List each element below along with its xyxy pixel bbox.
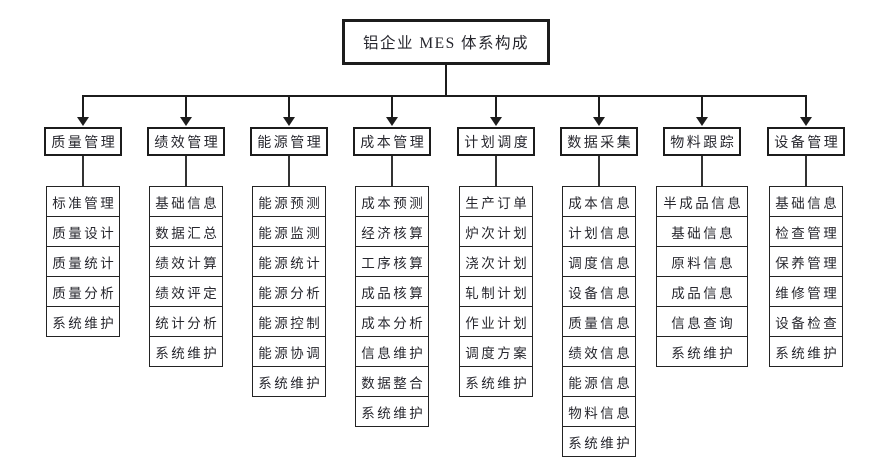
leaf-node: 成品信息: [656, 276, 748, 307]
leaf-node: 信息查询: [656, 306, 748, 337]
leaf-node: 数据汇总: [149, 216, 223, 247]
leaf-node: 系统维护: [769, 336, 843, 367]
leaf-node: 系统维护: [562, 426, 636, 457]
leaf-node: 系统维护: [656, 336, 748, 367]
leaf-node: 调度信息: [562, 246, 636, 277]
leaf-node: 半成品信息: [656, 186, 748, 217]
leaf-node: 基础信息: [656, 216, 748, 247]
branch-node: 绩效管理: [147, 127, 225, 156]
leaf-node: 绩效计算: [149, 246, 223, 277]
leaf-node: 能源监测: [252, 216, 326, 247]
leaf-node: 物料信息: [562, 396, 636, 427]
leaf-node: 能源协调: [252, 336, 326, 367]
leaf-node: 信息维护: [355, 336, 429, 367]
leaf-node: 计划信息: [562, 216, 636, 247]
leaf-node: 系统维护: [252, 366, 326, 397]
leaf-node: 质量分析: [46, 276, 120, 307]
branch-node: 物料跟踪: [663, 127, 741, 156]
branch-node: 成本管理: [353, 127, 431, 156]
leaf-node: 工序核算: [355, 246, 429, 277]
leaf-node: 质量设计: [46, 216, 120, 247]
leaf-node: 设备信息: [562, 276, 636, 307]
branch-node: 数据采集: [560, 127, 638, 156]
leaf-node: 浇次计划: [459, 246, 533, 277]
leaf-node: 检查管理: [769, 216, 843, 247]
leaf-node: 设备检查: [769, 306, 843, 337]
leaf-node: 成本分析: [355, 306, 429, 337]
branch-node: 质量管理: [44, 127, 122, 156]
leaf-node: 能源预测: [252, 186, 326, 217]
leaf-node: 系统维护: [355, 396, 429, 427]
leaf-node: 轧制计划: [459, 276, 533, 307]
leaf-node: 数据整合: [355, 366, 429, 397]
leaf-node: 维修管理: [769, 276, 843, 307]
leaf-node: 成品核算: [355, 276, 429, 307]
leaf-node: 能源统计: [252, 246, 326, 277]
leaf-node: 生产订单: [459, 186, 533, 217]
leaf-node: 统计分析: [149, 306, 223, 337]
leaf-node: 绩效评定: [149, 276, 223, 307]
branch-node: 能源管理: [250, 127, 328, 156]
leaf-node: 保养管理: [769, 246, 843, 277]
leaf-node: 基础信息: [149, 186, 223, 217]
leaf-node: 能源控制: [252, 306, 326, 337]
leaf-node: 原料信息: [656, 246, 748, 277]
leaf-node: 系统维护: [459, 366, 533, 397]
leaf-node: 绩效信息: [562, 336, 636, 367]
leaf-node: 标准管理: [46, 186, 120, 217]
root-node: 铝企业 MES 体系构成: [342, 19, 550, 65]
leaf-node: 炉次计划: [459, 216, 533, 247]
branch-node: 设备管理: [767, 127, 845, 156]
leaf-node: 能源分析: [252, 276, 326, 307]
leaf-node: 调度方案: [459, 336, 533, 367]
branch-node: 计划调度: [457, 127, 535, 156]
leaf-node: 基础信息: [769, 186, 843, 217]
leaf-node: 成本预测: [355, 186, 429, 217]
leaf-node: 质量信息: [562, 306, 636, 337]
leaf-node: 成本信息: [562, 186, 636, 217]
leaf-node: 经济核算: [355, 216, 429, 247]
leaf-node: 作业计划: [459, 306, 533, 337]
leaf-node: 质量统计: [46, 246, 120, 277]
leaf-node: 能源信息: [562, 366, 636, 397]
leaf-node: 系统维护: [46, 306, 120, 337]
leaf-node: 系统维护: [149, 336, 223, 367]
